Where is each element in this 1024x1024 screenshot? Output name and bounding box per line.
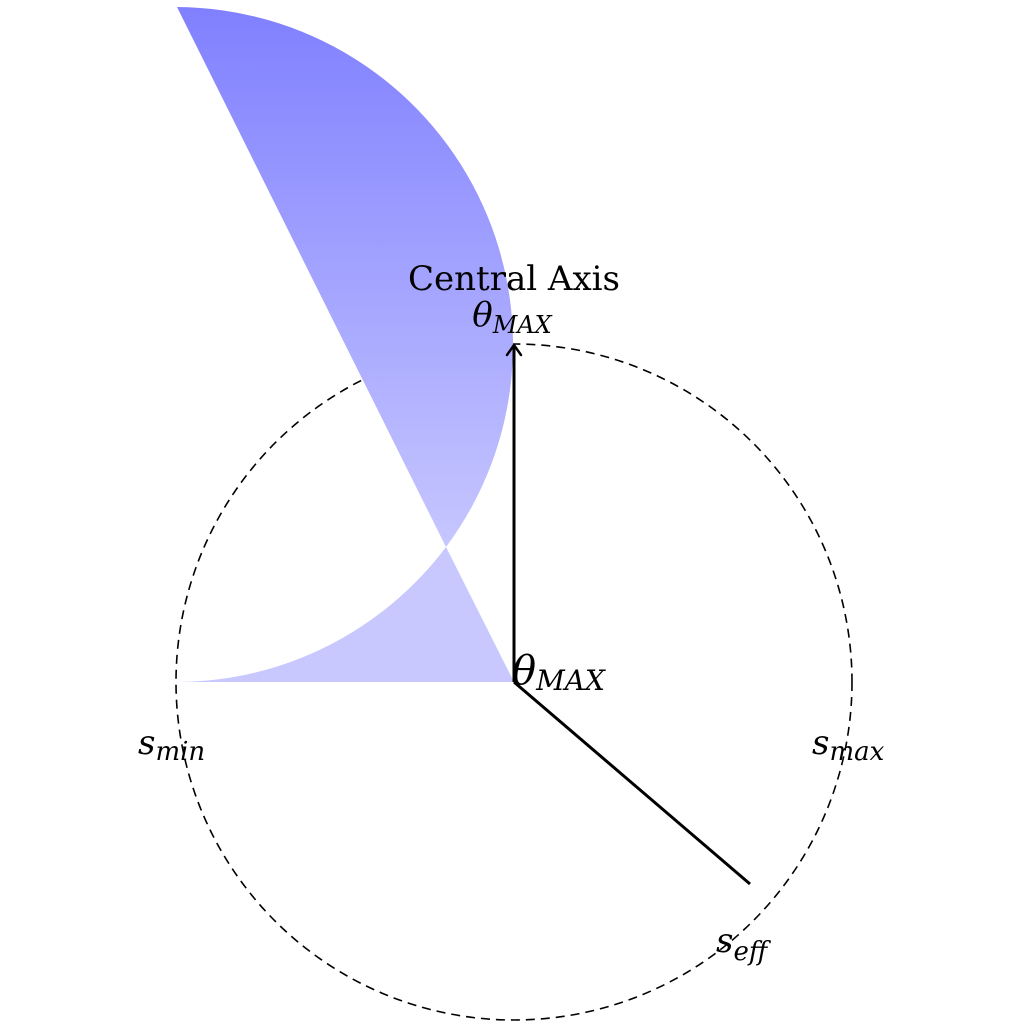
lower-wedge-region bbox=[178, 547, 514, 682]
s-eff-line bbox=[513, 680, 751, 886]
s-max-label: smax bbox=[812, 723, 885, 767]
s-eff-label: seff bbox=[716, 921, 772, 967]
central-axis-label: Central Axis bbox=[408, 259, 620, 299]
arrowhead-icon bbox=[505, 343, 523, 357]
shaded-wedge bbox=[177, 7, 514, 682]
upper-wedge-region bbox=[177, 7, 514, 547]
center-theta-label: θMAX bbox=[512, 648, 606, 697]
central-axis-arrow bbox=[505, 343, 523, 682]
axis-top-theta-label: θMAX bbox=[472, 295, 552, 339]
s-min-label: smin bbox=[138, 723, 205, 767]
